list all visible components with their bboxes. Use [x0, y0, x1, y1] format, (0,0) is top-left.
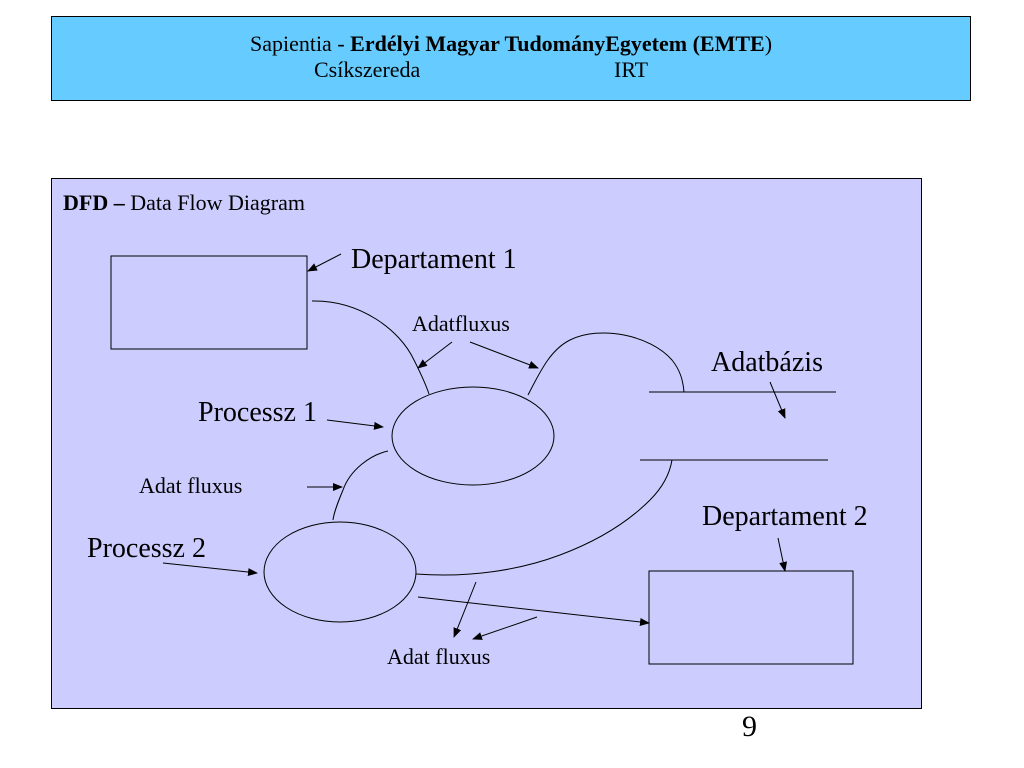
pointer-adatbazis	[769, 381, 786, 419]
label-adat-fluxus-bottom: Adat fluxus	[387, 644, 490, 669]
label-adat-fluxus-left: Adat fluxus	[139, 473, 242, 498]
pointer-processz-2	[162, 562, 258, 577]
diagram-panel	[51, 178, 922, 709]
pointer-adat-fluxus-bottom-right	[472, 616, 538, 640]
header-city: Csíkszereda	[314, 57, 421, 82]
processz-1-ellipse	[391, 386, 555, 486]
diagram-title-abbrev: DFD –	[63, 190, 125, 215]
processz-2-ellipse	[263, 521, 417, 623]
header-university: Erdélyi Magyar TudományEgyetem (EMTE	[350, 31, 765, 56]
pointer-departament-1	[307, 253, 342, 272]
header-title: Sapientia - Erdélyi Magyar TudományEgyet…	[52, 31, 970, 57]
slide-header: Sapientia - Erdélyi Magyar TudományEgyet…	[51, 16, 971, 101]
header-suffix: )	[764, 31, 773, 56]
header-department: IRT	[614, 57, 649, 82]
pointer-departament-2	[777, 537, 788, 572]
page-number: 9	[742, 710, 757, 743]
flow-proc2-to-adatbazis	[415, 459, 673, 576]
pointer-adatfluxus-right	[469, 341, 539, 369]
pointer-adat-fluxus-bottom-left	[453, 581, 477, 638]
diagram-title: DFD – Data Flow Diagram	[63, 190, 305, 216]
label-departament-1: Departament 1	[351, 244, 517, 275]
diagram-title-text: Data Flow Diagram	[124, 190, 305, 215]
header-prefix: Sapientia -	[249, 31, 351, 56]
pointer-adatfluxus-left	[417, 341, 453, 369]
label-adatfluxus-top: Adatfluxus	[412, 311, 510, 336]
flow-proc1-to-proc2	[332, 450, 389, 521]
label-processz-1: Processz 1	[198, 397, 317, 428]
departament-1-box	[110, 255, 308, 350]
pointer-processz-1	[326, 419, 384, 430]
label-adatbazis: Adatbázis	[711, 347, 823, 378]
label-departament-2: Departament 2	[702, 501, 868, 532]
flow-dept1-to-proc1	[311, 300, 430, 395]
flow-proc1-to-adatbazis	[527, 332, 685, 396]
departament-2-box	[648, 570, 854, 665]
flow-proc2-to-dept2	[417, 596, 650, 626]
label-processz-2: Processz 2	[87, 533, 206, 564]
